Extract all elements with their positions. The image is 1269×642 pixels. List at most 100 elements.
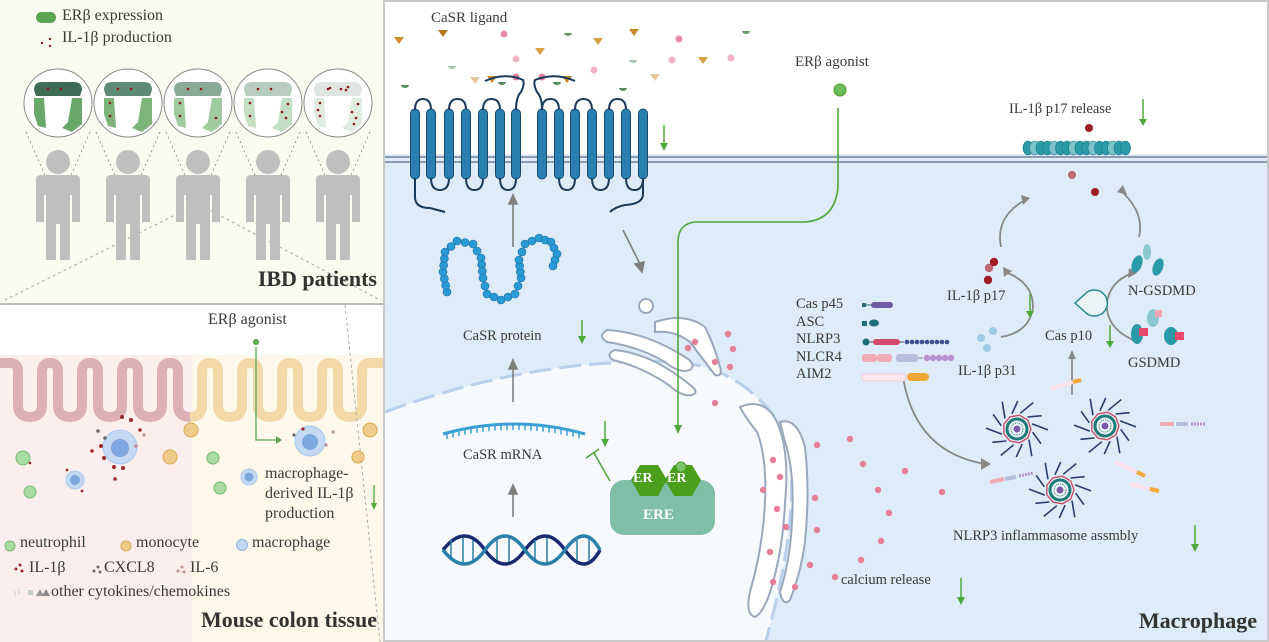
aim2-bar [861,373,929,382]
macrophage-cell-large-inflamed [102,429,138,465]
il1b-dot [199,87,203,91]
descending-colon [342,98,362,132]
gsdmd-pore [1022,140,1131,156]
transmembrane-helix [638,108,648,180]
macrophage-panel: CaSR ligand ERβ agonist CaSR protein CaS… [385,0,1269,642]
il1b-dot [214,116,218,120]
il1b-particle [1091,188,1099,196]
calcium-ion [859,460,867,468]
monocyte-icon [120,540,132,552]
il1b-dot [248,101,252,105]
ligand-semicircle [742,31,750,34]
macrophage-icon [236,539,248,551]
calcium-ion [901,467,909,475]
casr-protein-chain [438,233,562,305]
transverse-colon [34,82,82,96]
nuclear-envelope [385,360,794,640]
cas-p45-bar [862,302,893,308]
mouse-agonist-label: ERβ agonist [208,311,287,328]
il1b-particle [1068,171,1076,179]
patient-row [23,68,373,260]
erb-agonist-icon [833,83,847,97]
calcium-ion [813,441,821,449]
gsdmd-pore-subunit [1120,140,1131,156]
il1b-cytokine-dots [28,415,305,493]
il1b-dot [178,114,182,118]
calcium-ion [691,338,699,346]
il1b-p17-label: IL-1β p17 [947,288,1006,304]
calcium-ion [726,363,734,371]
er-left-label: ER [633,471,653,486]
component-nlrp3: NLRP3 [796,331,841,347]
pathway-arrows [507,193,646,517]
amino-acid-bead [548,261,558,271]
il1b-dots-icon [14,563,24,573]
person-head-icon [186,150,210,174]
ligand-semicircle [553,82,561,85]
ligand-triangle [629,29,639,36]
amino-acid-bead [517,247,527,257]
transmembrane-helix [604,108,614,180]
inflammasome-complex [985,400,1049,458]
patient-figure [93,68,163,260]
il1b-dot [284,116,288,120]
legend-monocyte: monocyte [136,534,200,551]
nlrp3-bar [862,338,950,346]
patient-figure [163,68,233,260]
person-body-icon [36,175,80,260]
descending-colon [202,98,222,132]
transverse-colon [104,82,152,96]
cell-membrane [385,156,1267,163]
er-hexagon-left [631,465,667,496]
calcium-ion [857,556,865,564]
casr-ligand-label: CaSR ligand [431,10,508,26]
casr-ligands [394,29,750,91]
macrophage-cell-small [65,468,258,490]
annotation-line-2: derived IL-1β [265,485,354,502]
red-dots-icon [40,37,52,48]
annotation-line-1: macrophage- [265,465,349,482]
ligand-triangle [593,38,603,45]
il1b-dot [116,87,120,91]
floating-nlcr4 [989,422,1205,484]
il1b-dot [326,87,330,91]
il1b-dot [318,114,322,118]
neutrophil-cells [15,450,227,499]
crypt-epithelium-treated [189,357,383,423]
person-body-icon [246,175,290,260]
transmembrane-helix [537,108,547,180]
agonist-arrow [255,347,276,441]
ibd-illustration [4,12,381,301]
ligand-triangle [470,77,480,84]
transverse-colon [174,82,222,96]
erb-agonist-dot-icon [253,339,259,345]
transmembrane-helix [478,108,488,180]
calcium-ion [846,435,854,443]
il1b-dot [186,87,190,91]
amino-acid-bead [460,238,470,247]
transmembrane-helix [426,108,436,180]
calcium-ion [729,345,737,353]
n-gsdmd-fragments [1131,244,1164,276]
il1b-dot [316,108,320,112]
il1b-dot [248,114,252,118]
legend-neutrophil: neutrophil [20,534,86,551]
ligand-semicircle [629,60,637,63]
n-gsdmd-label: N-GSDMD [1128,283,1196,299]
il1b-dot [129,87,133,91]
neutrophil-icon [4,540,16,552]
ibd-panel-title: IBD patients [257,266,377,291]
person-head-icon [326,150,350,174]
zoom-line [344,305,381,642]
transmembrane-helix [511,108,521,180]
descending-colon [272,98,292,132]
il1b-p17-dot [984,263,994,273]
ascending-colon [314,98,326,128]
ligand-circle [675,35,683,43]
component-aim2: AIM2 [796,366,832,382]
nlrp3-inflammasomes [985,397,1137,519]
ligand-circle [727,54,735,62]
decrease-arrow-icon [601,439,609,447]
ligand-triangle [394,37,404,44]
decrease-arrow-icon [1026,311,1034,318]
